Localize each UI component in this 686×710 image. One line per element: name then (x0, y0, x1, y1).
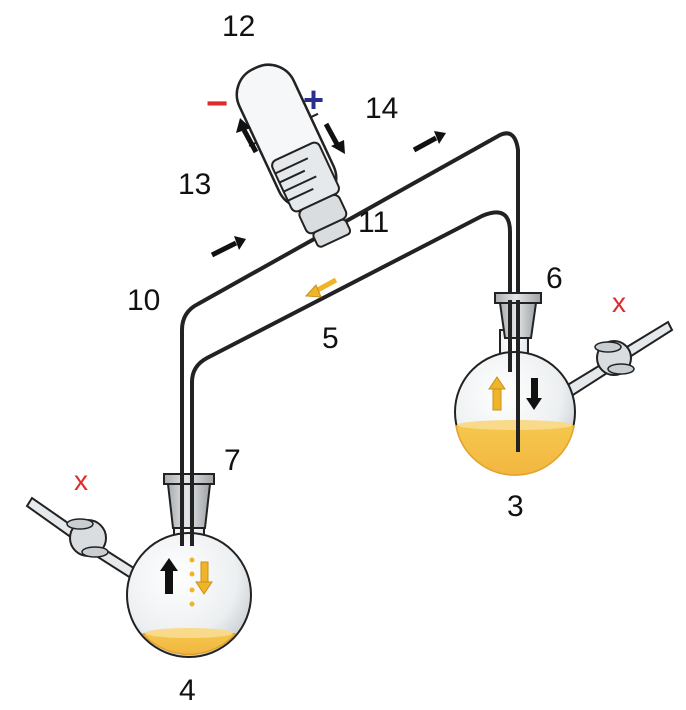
label-4: 4 (179, 674, 196, 707)
flask-3-arrow-down (526, 378, 542, 410)
label-7: 7 (224, 444, 241, 477)
label-14: 14 (365, 92, 398, 125)
right-side-arm (554, 320, 674, 404)
flow-arrow-13-up (236, 118, 259, 154)
droplets (189, 557, 195, 607)
label-13: 13 (178, 168, 211, 201)
right-tap-closed-mark: x (612, 287, 626, 318)
flask-3-arrow-up (488, 376, 506, 411)
flask-3 (454, 292, 674, 476)
label-6: 6 (546, 262, 563, 295)
left-side-arm (25, 496, 142, 582)
label-12: 12 (222, 10, 255, 43)
flask-4-arrow-up (160, 558, 178, 594)
flow-arrow-10 (210, 236, 246, 258)
flask-4 (25, 470, 252, 658)
inner-tube (190, 210, 512, 475)
flow-arrow-14-down (323, 122, 345, 154)
outer-tube (180, 131, 520, 475)
flow-arrow-5 (304, 277, 338, 298)
label-3: 3 (507, 490, 524, 523)
flask-4-arrow-down (195, 561, 213, 595)
left-tap-closed-mark: x (74, 465, 88, 496)
minus-sign: − (206, 83, 228, 125)
vessel-12 (235, 63, 352, 248)
flow-arrow-14 (412, 131, 446, 153)
plus-sign: + (303, 79, 324, 120)
label-5: 5 (322, 322, 339, 355)
label-10: 10 (127, 284, 160, 317)
label-11: 11 (358, 206, 389, 239)
